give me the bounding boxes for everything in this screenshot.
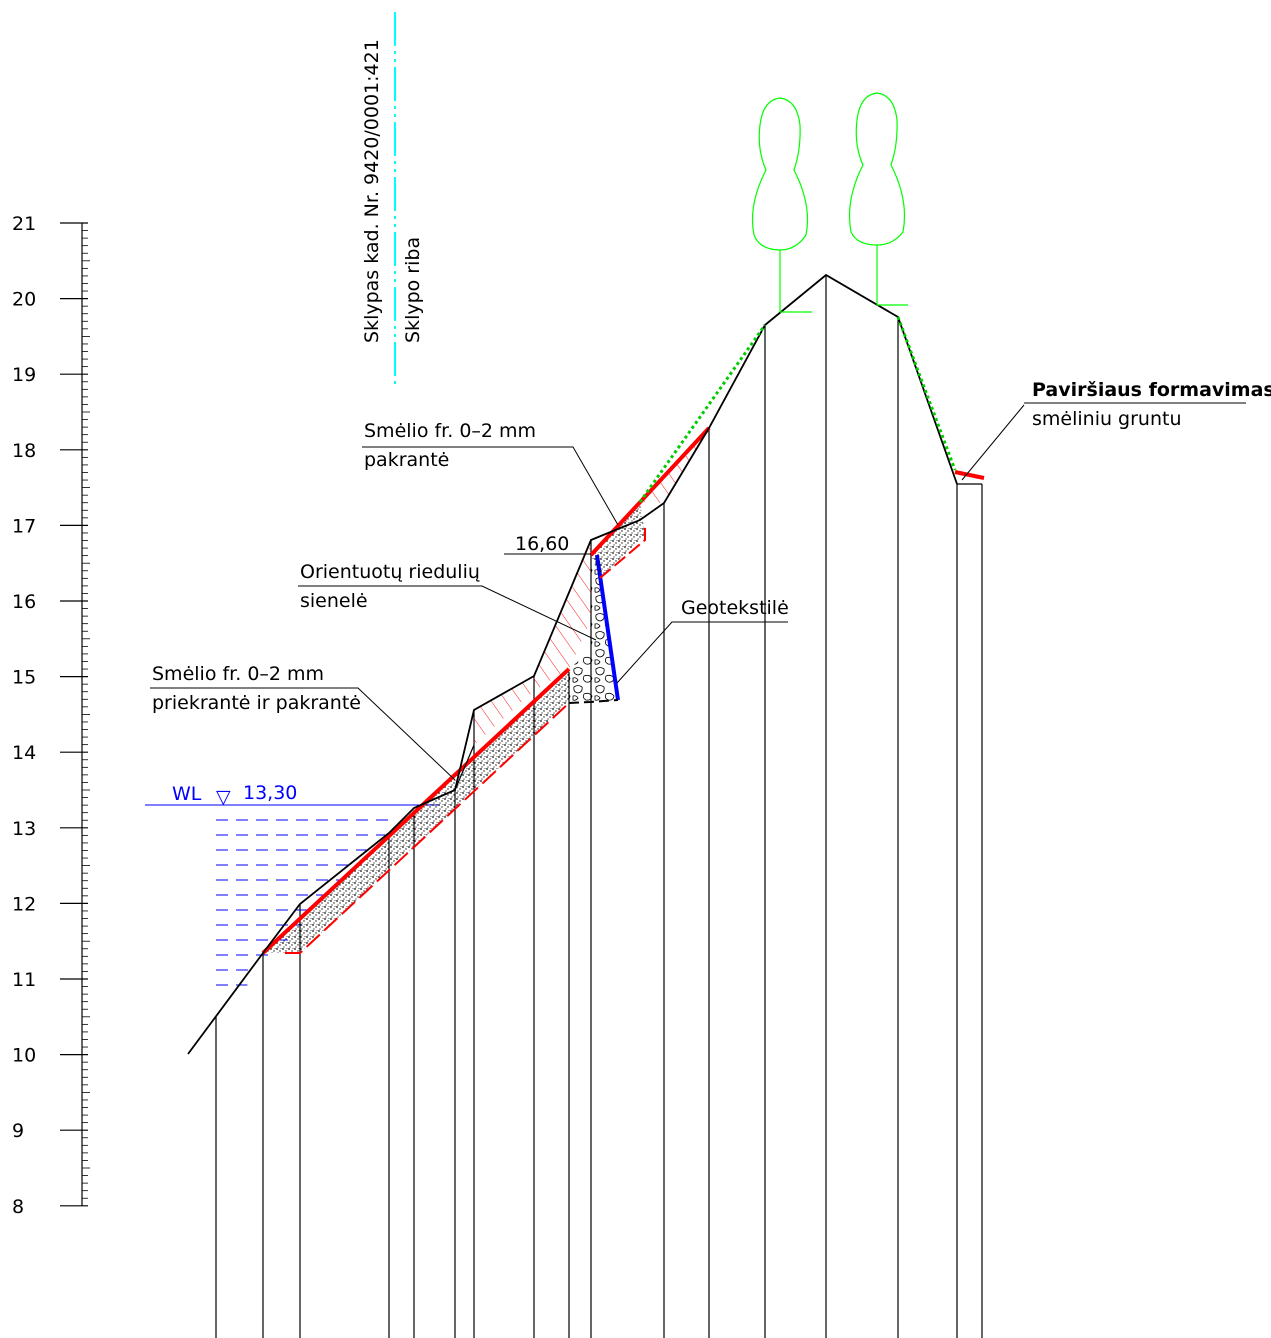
scale-label: 11 <box>12 969 36 991</box>
terrain-profile <box>187 273 958 1055</box>
scale-minor-ticks <box>82 230 90 1199</box>
parcel-label: Sklypas kad. Nr. 9420/0001:421 <box>361 39 383 343</box>
water-level-triangle-icon: ▽ <box>216 786 231 808</box>
elevation-scale: 21 20 19 18 17 16 15 14 13 12 11 10 9 8 <box>12 213 90 1218</box>
annotation-wall-2: sienelė <box>300 590 368 612</box>
scale-label: 21 <box>12 213 36 235</box>
geotextile-line <box>595 554 620 701</box>
scale-label: 12 <box>12 893 36 915</box>
water-level-value: 13,30 <box>243 782 297 804</box>
scale-label: 19 <box>12 364 36 386</box>
water-body: WL ▽ 13,30 <box>145 782 440 986</box>
grass-slope <box>638 316 985 503</box>
scale-label: 8 <box>12 1196 24 1218</box>
station-lines <box>215 275 983 1338</box>
scale-label: 9 <box>12 1120 24 1142</box>
scale-label: 13 <box>12 818 36 840</box>
scale-label: 17 <box>12 515 36 537</box>
annotation-wall-1: Orientuotų riedulių <box>300 561 480 583</box>
annotation-surface-1: Paviršiaus formavimas <box>1032 379 1271 401</box>
scale-label: 15 <box>12 667 36 689</box>
annotation-sand-bank-1: Smėlio fr. 0–2 mm <box>364 420 536 442</box>
annotation-geotextile: Geotekstilė <box>681 597 789 619</box>
boulder-wall <box>568 554 620 704</box>
tree-icon <box>751 97 812 313</box>
wall-top-elevation: 16,60 <box>515 533 569 555</box>
leader-lines <box>150 402 1246 781</box>
scale-label: 16 <box>12 591 36 613</box>
water-hatching <box>216 819 388 986</box>
scale-labels: 21 20 19 18 17 16 15 14 13 12 11 10 9 8 <box>12 213 36 1218</box>
scale-label: 14 <box>12 742 36 764</box>
annotation-sand-bank-2: pakrantė <box>364 449 449 471</box>
scale-label: 20 <box>12 289 36 311</box>
scale-label: 10 <box>12 1045 36 1067</box>
sand-layer-bank <box>589 426 711 579</box>
tree-icon <box>848 92 908 306</box>
annotation-surface-2: smėliniu gruntu <box>1032 408 1182 430</box>
sand-layer-shore <box>261 667 571 955</box>
annotation-sand-shore-1: Smėlio fr. 0–2 mm <box>152 663 324 685</box>
boundary-label: Sklypo riba <box>402 237 424 343</box>
annotation-sand-shore-2: priekrantė ir pakrantė <box>152 692 361 714</box>
parcel-boundary: Sklypas kad. Nr. 9420/0001:421 Sklypo ri… <box>361 12 424 384</box>
water-level-label: WL <box>172 783 202 805</box>
scale-label: 18 <box>12 440 36 462</box>
scale-major-ticks <box>60 222 88 1207</box>
